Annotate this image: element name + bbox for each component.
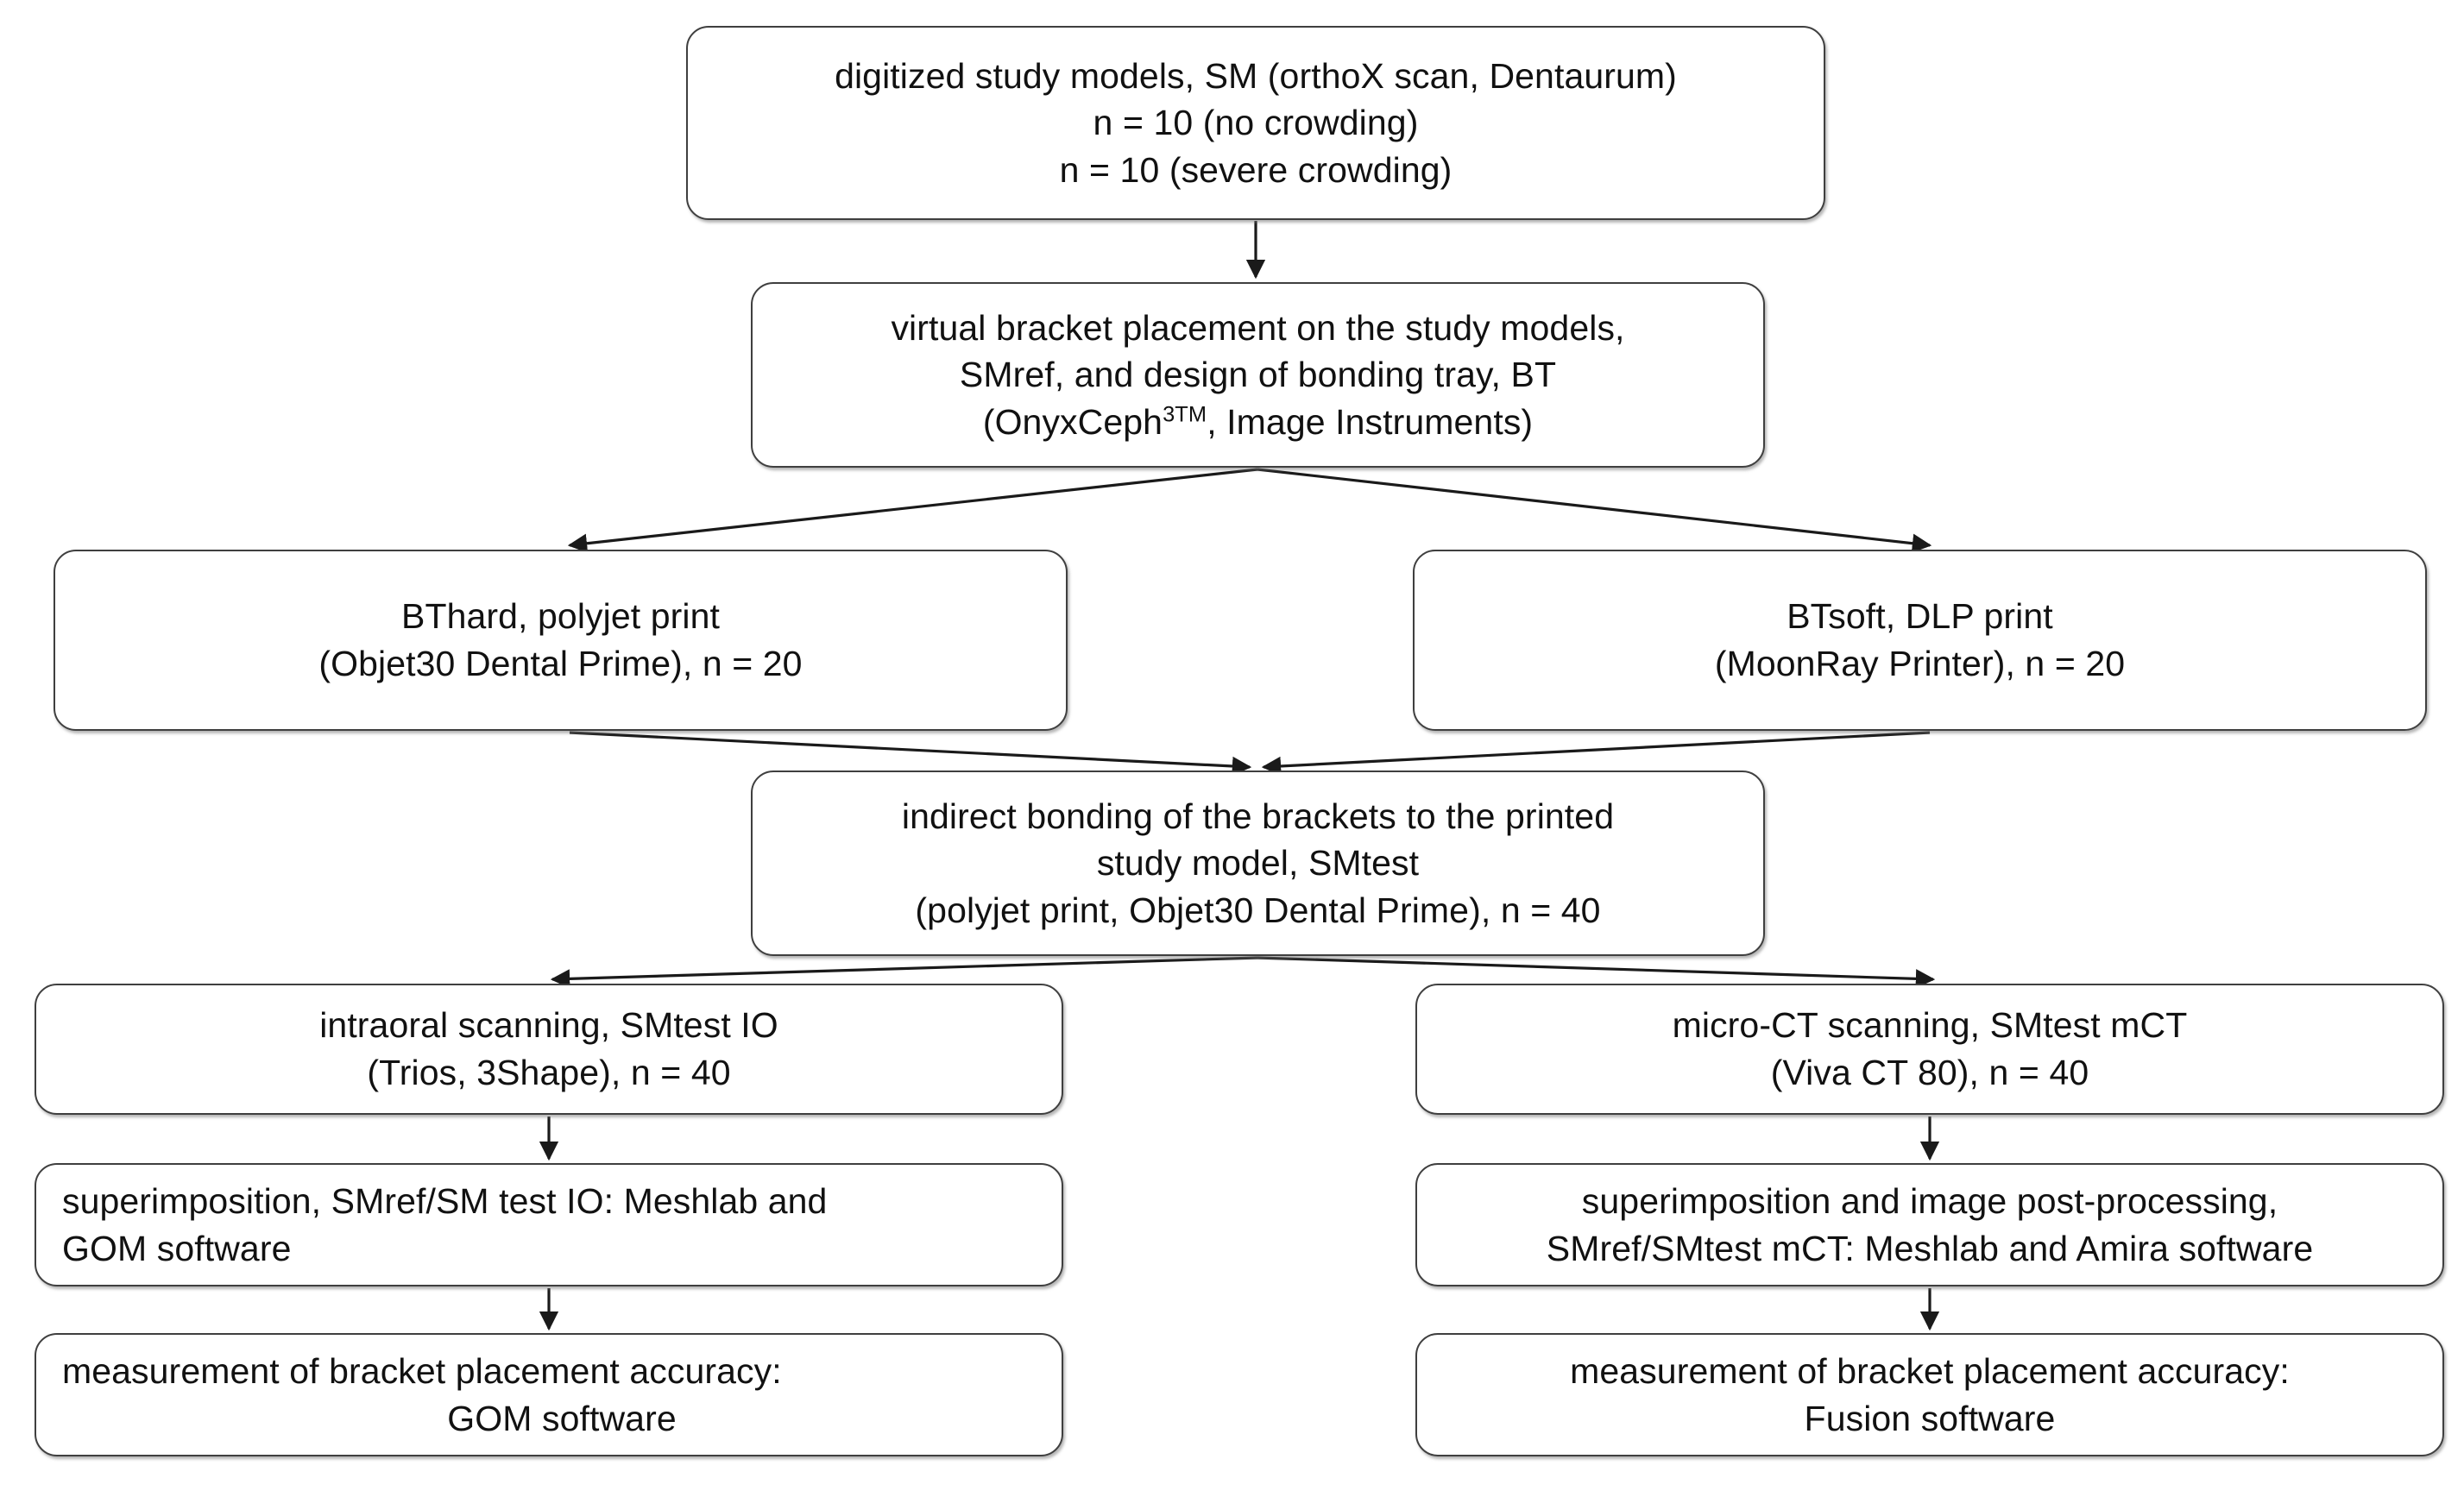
node-superimpose-io-line-1: superimposition, SMref/SM test IO: Meshl… <box>62 1180 828 1221</box>
edge-bthard-to-indirect-bonding <box>569 731 1252 777</box>
node-bthard-line-1: BThard, polyjet print <box>401 596 720 637</box>
node-microct-scan-line-2: (Viva CT 80), n = 40 <box>1770 1053 2089 1092</box>
onyxceph-prefix: (OnyxCeph <box>982 401 1163 442</box>
node-indirect-bonding[interactable]: indirect bonding of the brackets to the … <box>751 771 1765 956</box>
node-indirect-bonding-line-1: indirect bonding of the brackets to the … <box>901 796 1615 836</box>
node-measure-mct-line-1: measurement of bracket placement accurac… <box>1570 1350 2290 1391</box>
node-superimposition-mct[interactable]: superimposition and image post-processin… <box>1415 1163 2444 1286</box>
node-bthard-polyjet-print[interactable]: BThard, polyjet print (Objet30 Dental Pr… <box>54 550 1068 731</box>
node-measurement-mct[interactable]: measurement of bracket placement accurac… <box>1415 1333 2444 1456</box>
node-measure-io-line-2: GOM software <box>447 1398 677 1438</box>
node-study-models[interactable]: digitized study models, SM (orthoX scan,… <box>686 26 1825 220</box>
node-measure-mct-line-2: Fusion software <box>1804 1398 2056 1438</box>
node-study-models-line-3: n = 10 (severe crowding) <box>1059 149 1453 190</box>
edge-virtual-placement-to-bthard <box>567 468 1258 553</box>
node-superimpose-io-line-2: GOM software <box>62 1228 292 1268</box>
node-intraoral-scanning[interactable]: intraoral scanning, SMtest IO (Trios, 3S… <box>35 984 1063 1115</box>
edge-virtual-placement-to-btsoft <box>1257 468 1932 553</box>
node-micro-ct-scanning[interactable]: micro-CT scanning, SMtest mCT (Viva CT 8… <box>1415 984 2444 1115</box>
onyxceph-suffix: , Image Instruments) <box>1207 401 1534 442</box>
node-superimpose-mct-line-1: superimposition and image post-processin… <box>1581 1180 2278 1221</box>
node-virtual-placement-line-1: virtual bracket placement on the study m… <box>891 307 1625 348</box>
edge-indirect-bonding-to-intraoral-scan <box>550 956 1258 989</box>
node-indirect-bonding-line-3: (polyjet print, Objet30 Dental Prime), n… <box>915 890 1601 930</box>
edge-btsoft-to-indirect-bonding <box>1261 731 1931 777</box>
node-btsoft-line-1: BTsoft, DLP print <box>1787 596 2053 637</box>
node-btsoft-line-2: (MoonRay Printer), n = 20 <box>1714 644 2126 683</box>
node-virtual-placement-line-2: SMref, and design of bonding tray, BT <box>959 355 1557 395</box>
node-indirect-bonding-line-2: study model, SMtest <box>1096 843 1420 884</box>
node-virtual-bracket-placement[interactable]: virtual bracket placement on the study m… <box>751 282 1765 468</box>
node-study-models-line-2: n = 10 (no crowding) <box>1093 103 1419 143</box>
onyxceph-superscript: 3TM <box>1163 402 1207 427</box>
node-btsoft-dlp-print[interactable]: BTsoft, DLP print (MoonRay Printer), n =… <box>1413 550 2427 731</box>
node-superimpose-mct-line-2: SMref/SMtest mCT: Meshlab and Amira soft… <box>1546 1228 2314 1268</box>
node-intraoral-scan-line-2: (Trios, 3Shape), n = 40 <box>367 1053 731 1092</box>
node-virtual-placement-line-3: (OnyxCeph3TM, Image Instruments) <box>983 399 1533 446</box>
node-study-models-line-1: digitized study models, SM (orthoX scan,… <box>835 55 1677 96</box>
node-measure-io-line-1: measurement of bracket placement accurac… <box>62 1350 782 1391</box>
node-measurement-io[interactable]: measurement of bracket placement accurac… <box>35 1333 1063 1456</box>
node-intraoral-scan-line-1: intraoral scanning, SMtest IO <box>319 1005 778 1046</box>
edge-indirect-bonding-to-microct-scan <box>1257 956 1936 989</box>
node-microct-scan-line-1: micro-CT scanning, SMtest mCT <box>1672 1005 2188 1046</box>
node-bthard-line-2: (Objet30 Dental Prime), n = 20 <box>318 644 803 683</box>
node-superimposition-io[interactable]: superimposition, SMref/SM test IO: Meshl… <box>35 1163 1063 1286</box>
